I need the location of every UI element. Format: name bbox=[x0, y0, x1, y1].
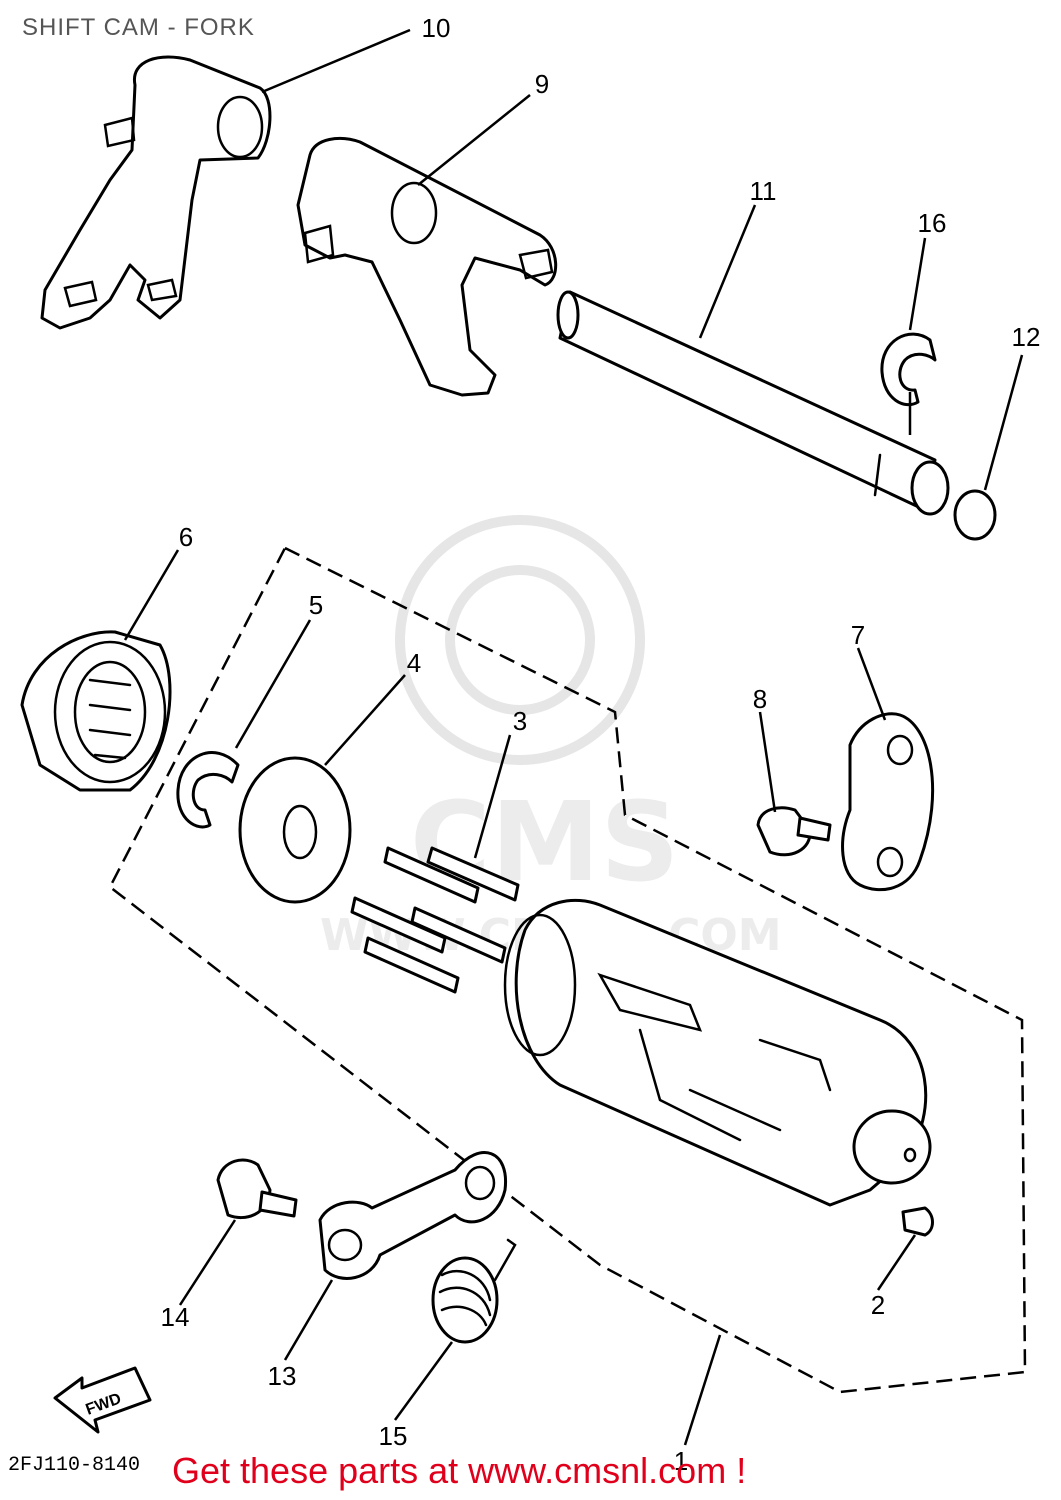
callout-13: 13 bbox=[268, 1361, 297, 1391]
part-15-spring bbox=[431, 1238, 517, 1344]
drawing-code: 2FJ110-8140 bbox=[8, 1454, 140, 1477]
part-9-shift-fork bbox=[296, 136, 558, 397]
part-10-shift-fork bbox=[40, 55, 272, 330]
part-5-circlip bbox=[176, 751, 240, 829]
page-title: SHIFT CAM - FORK bbox=[22, 14, 255, 41]
callout-2: 2 bbox=[871, 1290, 885, 1320]
assembly-boundary bbox=[108, 546, 1027, 1394]
part-2-pin bbox=[901, 1206, 934, 1237]
callout-12: 12 bbox=[1012, 322, 1041, 352]
part-7-plate bbox=[841, 712, 935, 892]
cmsnl-watermark: CMS WWW.CMSNL.COM bbox=[320, 515, 782, 961]
callout-9: 9 bbox=[535, 69, 549, 99]
get-parts-link[interactable]: Get these parts at www.cmsnl.com ! bbox=[172, 1450, 747, 1491]
callout-3: 3 bbox=[513, 706, 527, 736]
callout-6: 6 bbox=[179, 522, 193, 552]
callout-14: 14 bbox=[161, 1302, 190, 1332]
part-13-lever bbox=[318, 1151, 508, 1280]
callout-10: 10 bbox=[422, 13, 451, 43]
callout-15: 15 bbox=[379, 1421, 408, 1451]
part-1-shift-cam bbox=[503, 898, 932, 1207]
callout-16: 16 bbox=[918, 208, 947, 238]
leader-lines bbox=[123, 28, 1024, 1446]
callout-7: 7 bbox=[851, 620, 865, 650]
forward-arrow-icon: FWD bbox=[53, 1366, 152, 1434]
part-14-bolt bbox=[216, 1158, 298, 1220]
part-3-pins bbox=[350, 846, 520, 994]
part-8-bolt bbox=[756, 806, 832, 857]
part-6-bearing bbox=[20, 630, 172, 792]
callout-1: 1 bbox=[674, 1446, 688, 1476]
part-11-guide-bar bbox=[556, 290, 950, 516]
callout-8: 8 bbox=[753, 684, 767, 714]
callout-11: 11 bbox=[750, 176, 777, 206]
callout-4: 4 bbox=[407, 648, 421, 678]
callout-5: 5 bbox=[309, 590, 323, 620]
part-4-washer bbox=[238, 756, 352, 904]
part-16-circlip bbox=[880, 332, 937, 407]
part-12-o-ring bbox=[953, 489, 997, 541]
